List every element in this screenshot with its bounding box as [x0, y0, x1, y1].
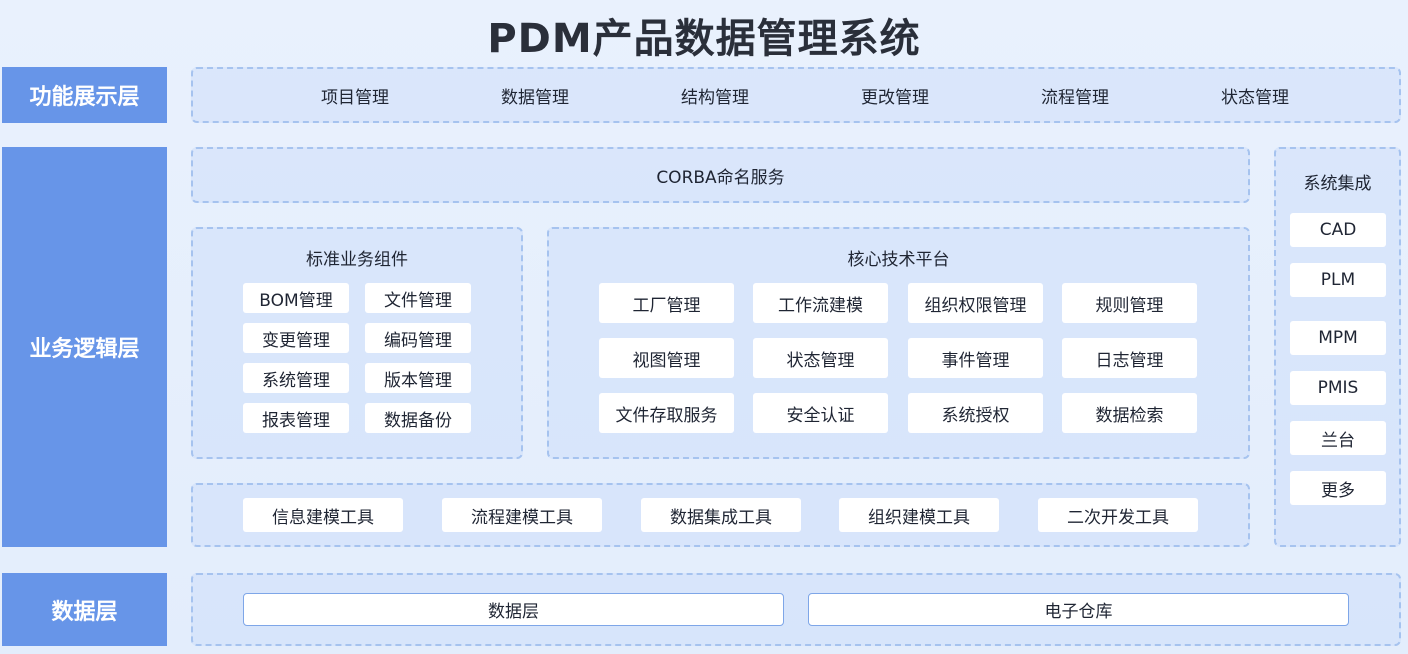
core-item: 组织权限管理 [908, 283, 1043, 323]
core-item: 文件存取服务 [599, 393, 734, 433]
integration-item: PMIS [1290, 371, 1386, 405]
layer-label-data: 数据层 [2, 573, 167, 646]
standard-components-title: 标准业务组件 [306, 250, 408, 270]
presentation-item: 更改管理 [861, 87, 929, 108]
core-item: 状态管理 [753, 338, 888, 378]
tool-item: 组织建模工具 [839, 498, 999, 532]
integration-item: CAD [1290, 213, 1386, 247]
presentation-item: 项目管理 [321, 87, 389, 108]
standard-item: 变更管理 [243, 323, 349, 353]
page-title: PDM产品数据管理系统 [487, 16, 921, 62]
tool-item: 二次开发工具 [1038, 498, 1198, 532]
core-item: 工作流建模 [753, 283, 888, 323]
corba-panel: CORBA命名服务 [191, 147, 1250, 203]
core-item: 工厂管理 [599, 283, 734, 323]
standard-item: 数据备份 [365, 403, 471, 433]
core-item: 事件管理 [908, 338, 1043, 378]
core-item: 规则管理 [1062, 283, 1197, 323]
core-platform-title: 核心技术平台 [847, 250, 950, 270]
standard-item: 编码管理 [365, 323, 471, 353]
integration-item: 兰台 [1290, 421, 1386, 455]
presentation-item: 数据管理 [501, 87, 569, 108]
core-item: 安全认证 [753, 393, 888, 433]
tool-item: 流程建模工具 [442, 498, 602, 532]
integration-item: 更多 [1290, 471, 1386, 505]
standard-item: 报表管理 [243, 403, 349, 433]
presentation-item: 状态管理 [1221, 87, 1289, 108]
standard-item: 文件管理 [365, 283, 471, 313]
integration-item: PLM [1290, 263, 1386, 297]
standard-item: 系统管理 [243, 363, 349, 393]
layer-label-presentation: 功能展示层 [2, 67, 167, 123]
presentation-panel [191, 67, 1401, 123]
layer-label-business: 业务逻辑层 [2, 147, 167, 547]
data-layer-item: 电子仓库 [808, 593, 1349, 626]
standard-item: BOM管理 [243, 283, 349, 313]
presentation-items: 项目管理 数据管理 结构管理 更改管理 流程管理 状态管理 [265, 67, 1345, 123]
standard-item: 版本管理 [365, 363, 471, 393]
core-item: 视图管理 [599, 338, 734, 378]
tool-item: 信息建模工具 [243, 498, 403, 532]
integration-title: 系统集成 [1303, 174, 1372, 194]
core-item: 数据检索 [1062, 393, 1197, 433]
presentation-item: 流程管理 [1041, 87, 1109, 108]
presentation-item: 结构管理 [681, 87, 749, 108]
tool-item: 数据集成工具 [641, 498, 801, 532]
core-item: 系统授权 [908, 393, 1043, 433]
data-layer-item: 数据层 [243, 593, 784, 626]
integration-item: MPM [1290, 321, 1386, 355]
core-item: 日志管理 [1062, 338, 1197, 378]
